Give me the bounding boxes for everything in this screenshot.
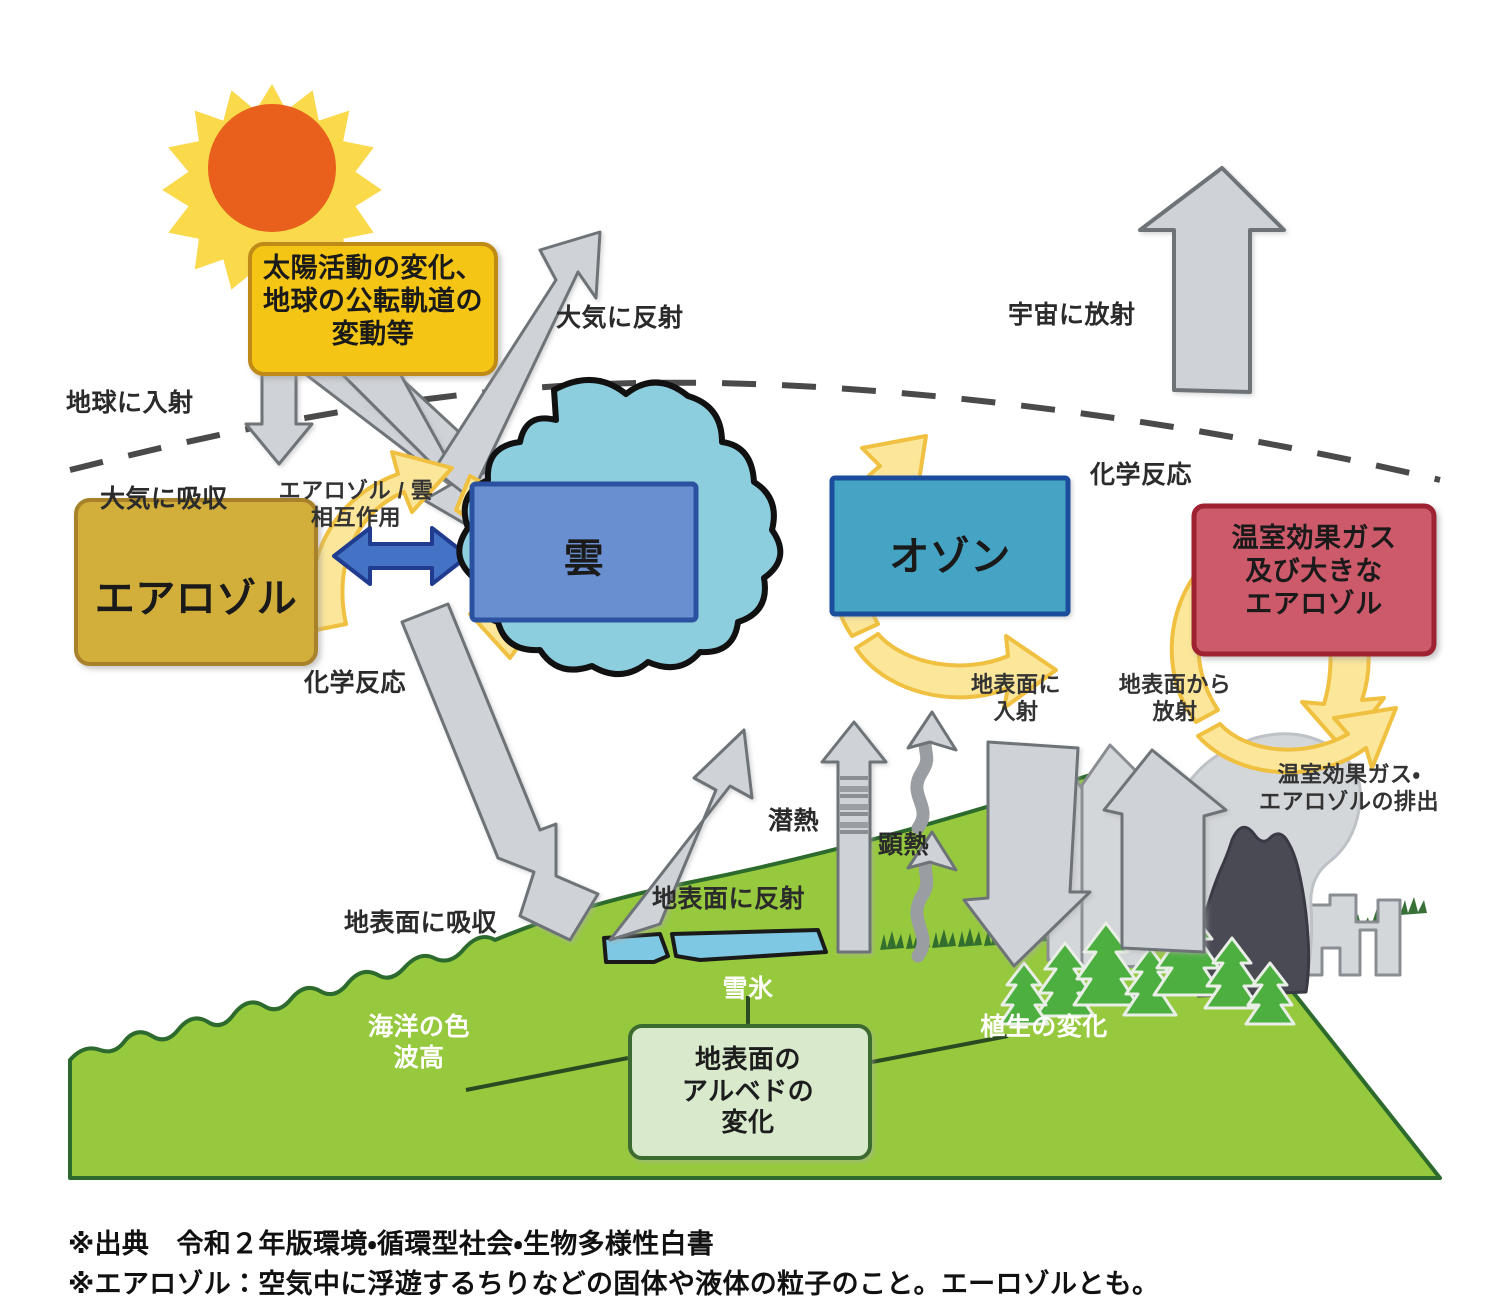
box-greenhouse-gas-label: 温室効果ガス 及び大きな エアロゾル [1231,523,1397,619]
label-vegetation-change: 植生の変化 [980,1013,1108,1041]
label-absorbed-atmosphere: 大気に吸収 [100,485,228,513]
label-reflected-surface: 地表面に反射 [652,885,806,913]
box-surface-albedo[interactable] [628,1024,872,1160]
box-ozone[interactable] [829,475,1071,617]
arrow-radiated-surface [1102,748,1228,954]
box-sun-driver[interactable] [248,242,498,376]
box-ozone-label: オゾン [889,535,1011,579]
box-surface-albedo-label: 地表面の アルベドの 変化 [681,1044,815,1138]
arrow-reflected-surface [608,728,754,942]
label-incoming-surface: 地表面に 入射 [970,672,1061,724]
box-sun-driver-label: 太陽活動の変化、 地球の公転軌道の 変動等 [263,253,483,349]
label-radiated-surface: 地表面から 放射 [1118,672,1232,724]
label-aerosol-cloud-interaction: エアロゾル / 雲 相互作用 [278,478,434,530]
label-emissions: 温室効果ガス・ エアロゾルの排出 [1258,762,1439,814]
label-latent-heat: 潜熱 [768,807,820,835]
label-chemical-reaction-left: 化学反応 [304,669,407,697]
arrow-radiated-space [1138,166,1286,394]
snow-ice-patch [602,928,828,964]
label-radiated-space: 宇宙に放射 [1008,301,1136,329]
label-absorbed-surface: 地表面に吸収 [344,909,498,937]
beam-surface-absorbed [400,602,600,942]
box-cloud[interactable] [469,481,699,623]
label-sensible-heat: 顕熱 [878,831,930,859]
label-snow-ice: 雪氷 [722,975,774,1003]
label-reflected-atmosphere: 大気に反射 [556,304,684,332]
arrow-latent-heat [820,720,888,954]
label-ocean-color: 海洋の色 波高 [367,1013,470,1072]
arrow-sensible-heat [910,729,937,963]
arrow-incoming-surface [962,740,1092,968]
arrow-incoming-earth [244,372,314,466]
box-aerosol[interactable] [74,498,318,666]
arrowhead-sensible-heat [906,710,958,872]
box-cloud-label: 雲 [563,537,605,581]
box-aerosol-label: エアロゾル [94,577,298,621]
atmosphere-boundary-dashed [69,379,1441,483]
box-greenhouse-gas[interactable] [1191,503,1437,657]
footnote-aerosol-definition: ※エアロゾル：空気中に浮遊するちりなどの固体や液体の粒子のこと。エーロゾルとも。 [68,1269,1160,1299]
footnote-source: ※出典 令和２年版環境・循環型社会・生物多様性白書 [68,1229,715,1259]
label-incoming-earth: 地球に入射 [66,389,194,417]
albedo-connectors [465,996,1009,1092]
label-chemical-reaction-right: 化学反応 [1090,461,1193,489]
